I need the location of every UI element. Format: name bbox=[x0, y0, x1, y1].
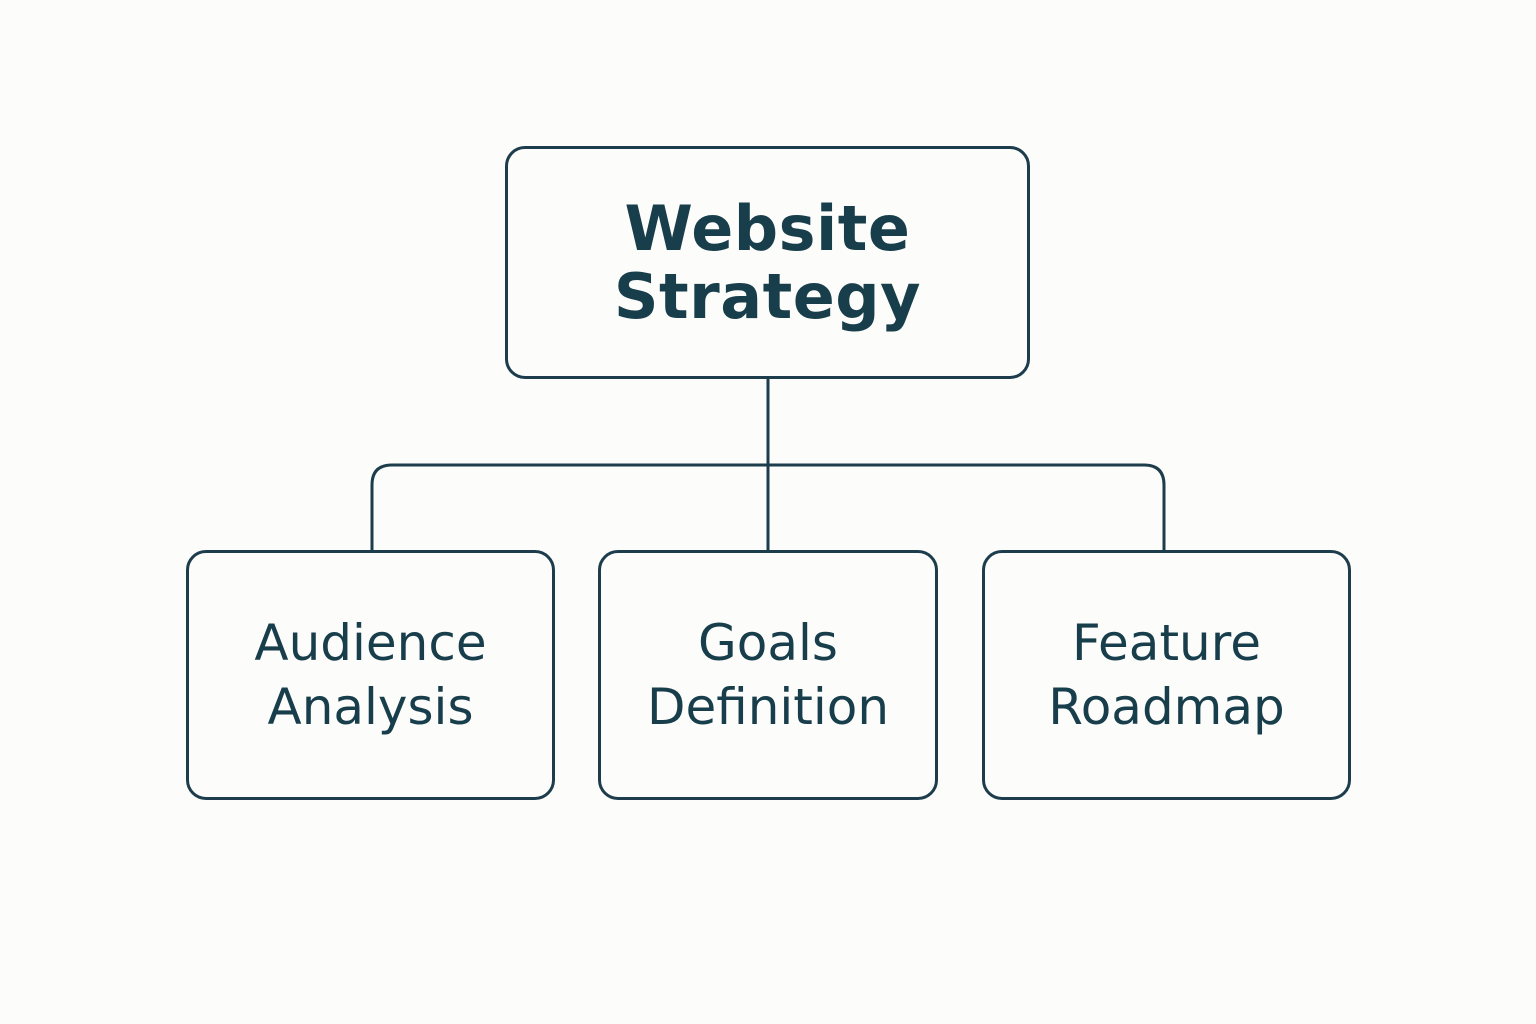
node-audience-analysis: Audience Analysis bbox=[186, 550, 555, 800]
node-label-line: Analysis bbox=[267, 678, 474, 736]
node-goals-definition: Goals Definition bbox=[598, 550, 938, 800]
node-label-line: Goals bbox=[698, 614, 838, 672]
node-label-line: Definition bbox=[646, 678, 890, 736]
node-label: Website Strategy bbox=[613, 191, 922, 333]
node-label: Goals Definition bbox=[647, 611, 889, 739]
node-label-line: Website bbox=[624, 191, 911, 265]
node-feature-roadmap: Feature Roadmap bbox=[982, 550, 1351, 800]
node-label-line: Audience bbox=[254, 614, 487, 672]
node-label-line: Feature bbox=[1072, 614, 1261, 672]
node-label: Feature Roadmap bbox=[1048, 611, 1285, 739]
node-label: Audience Analysis bbox=[254, 611, 486, 739]
connector-branch-bar bbox=[370, 463, 1166, 550]
node-website-strategy: Website Strategy bbox=[505, 146, 1030, 379]
node-label-line: Strategy bbox=[613, 259, 922, 333]
node-label-line: Roadmap bbox=[1048, 678, 1285, 736]
